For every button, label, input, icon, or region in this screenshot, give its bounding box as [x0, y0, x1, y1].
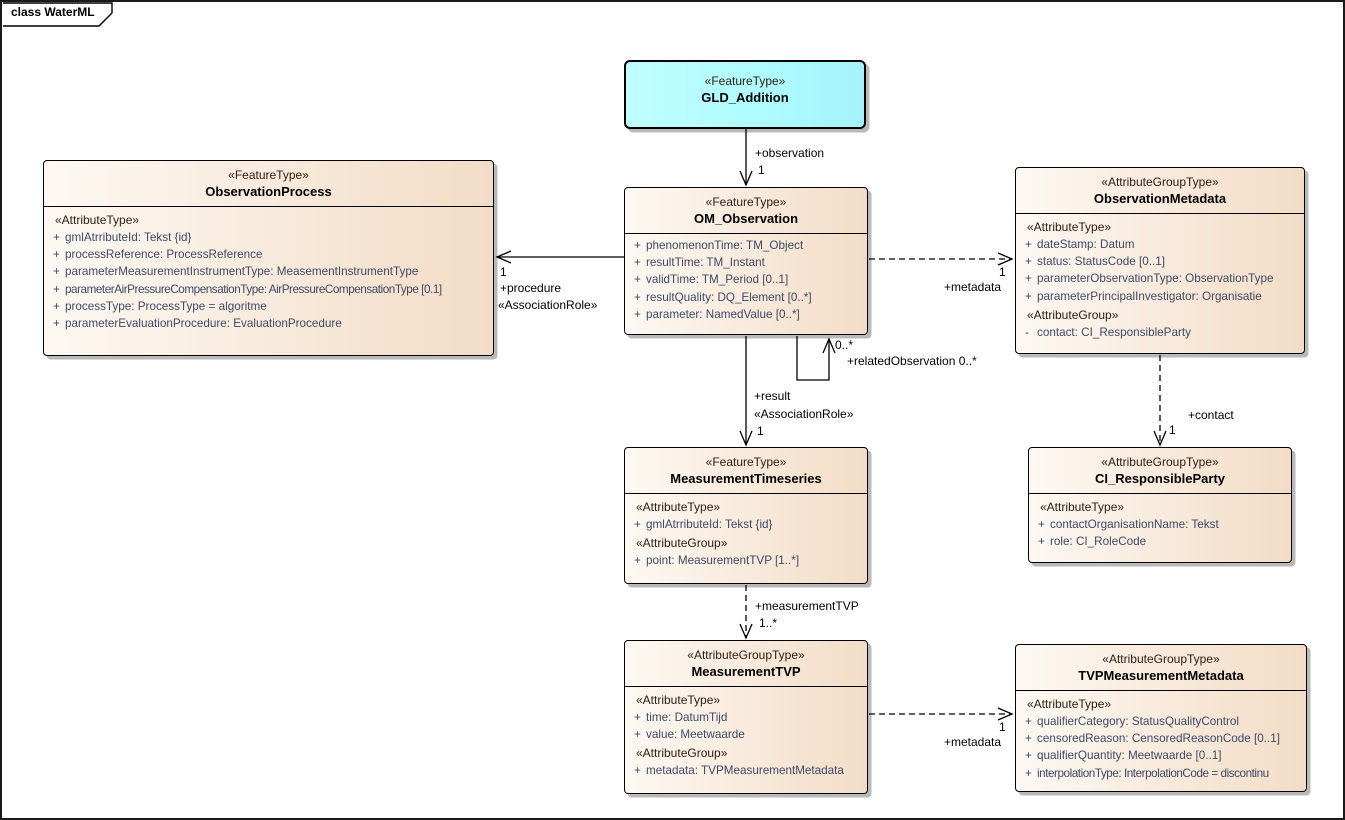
label-metadata-tvp-mult: 1 [999, 720, 1006, 734]
compartment-divider [1016, 690, 1306, 691]
label-procedure: +procedure [500, 281, 562, 295]
attribute-row: +time: DatumTijd [634, 711, 728, 724]
compartment-divider [625, 493, 867, 494]
class-name: TVPMeasurementMetadata [1078, 668, 1244, 683]
stereotype: «FeatureType» [705, 195, 787, 209]
frame-title: class WaterML [11, 5, 95, 19]
attribute-type-heading: «AttributeType» [55, 213, 140, 227]
attribute-row: +parameter: NamedValue [0..*] [634, 307, 800, 321]
attribute-type-heading: «AttributeType» [1027, 697, 1112, 711]
attribute-row: +gmlAtrributeId: Tekst {id} [53, 231, 192, 244]
attribute-row: +point: MeasurementTVP [1..*] [634, 554, 800, 568]
label-result: +result [754, 389, 791, 403]
stereotype: «FeatureType» [228, 168, 309, 182]
attribute-row: +parameterObservationType: ObservationTy… [1025, 272, 1274, 286]
class-measurement-timeseries[interactable]: «FeatureType» MeasurementTimeseries «Att… [624, 447, 868, 584]
attribute-row: +resultTime: TM_Instant [634, 256, 765, 270]
class-tvp-measurement-metadata[interactable]: «AttributeGroupType» TVPMeasurementMetad… [1015, 644, 1307, 792]
class-gld-addition[interactable]: «FeatureType» GLD_Addition [624, 60, 866, 129]
attribute-group-heading: «AttributeGroup» [636, 536, 728, 551]
attribute-row: +phenomenonTime: TM_Object [634, 239, 804, 252]
label-related: +relatedObservation 0..* [847, 354, 977, 368]
class-name: CI_ResponsibleParty [1094, 471, 1226, 486]
attribute-row: +parameterMeasurementInstrumentType: Mea… [53, 265, 419, 279]
stereotype: «AttributeGroupType» [1102, 652, 1220, 666]
compartment-divider [625, 686, 867, 687]
compartment-divider [1029, 493, 1291, 494]
attribute-row: +resultQuality: DQ_Element [0..*] [634, 290, 812, 304]
stereotype: «AttributeGroupType» [1101, 175, 1219, 189]
attribute-group-heading: «AttributeGroup» [636, 746, 728, 761]
class-observation-metadata[interactable]: «AttributeGroupType» ObservationMetadata… [1015, 167, 1305, 354]
class-name: OM_Observation [693, 211, 799, 226]
class-ci-responsible-party[interactable]: «AttributeGroupType» CI_ResponsibleParty… [1028, 447, 1292, 563]
label-result-stereotype: «AssociationRole» [754, 407, 854, 421]
attribute-type-heading: «AttributeType» [1027, 220, 1112, 234]
compartment-divider [1016, 213, 1304, 214]
label-metadata-obs: +metadata [944, 280, 1002, 294]
attribute-row: +validTime: TM_Period [0..1] [634, 273, 789, 287]
attribute-row: +parameterPrincipalInvestigator: Organis… [1025, 289, 1262, 303]
attribute-row: +qualifierQuantity: Meetwaarde [0..1] [1025, 749, 1222, 763]
class-name: MeasurementTVP [691, 664, 801, 679]
compartment-divider [625, 233, 867, 234]
class-om-observation[interactable]: «FeatureType» OM_Observation +phenomenon… [624, 187, 868, 335]
attribute-row: +status: StatusCode [0..1] [1025, 255, 1165, 269]
label-metadata-obs-mult: 1 [999, 265, 1006, 279]
attribute-row: +contactOrganisationName: Tekst [1038, 518, 1219, 531]
attribute-row: +processType: ProcessType = algoritme [53, 299, 267, 313]
attribute-group-heading: «AttributeGroup» [1027, 307, 1119, 322]
class-name: ObservationMetadata [1093, 191, 1227, 206]
attribute-row: +interpolationType: InterpolationCode = … [1025, 766, 1269, 780]
label-related-mult: 0..* [835, 338, 854, 352]
attribute-row: +role: CI_RoleCode [1038, 535, 1147, 549]
class-name: GLD_Addition [701, 90, 789, 105]
class-observation-process[interactable]: «FeatureType» ObservationProcess «Attrib… [43, 160, 494, 356]
label-measurement-tvp: +measurementTVP [755, 599, 859, 613]
attribute-row: +gmlAtrributeId: Tekst {id} [634, 518, 773, 531]
label-observation: +observation [755, 146, 825, 160]
attribute-row: +parameterAirPressureCompensationType: A… [53, 282, 442, 296]
attribute-row: +dateStamp: Datum [1025, 238, 1135, 251]
stereotype: «FeatureType» [704, 74, 786, 88]
class-measurement-tvp[interactable]: «AttributeGroupType» MeasurementTVP «Att… [624, 640, 868, 794]
compartment-divider [44, 206, 493, 207]
label-observation-mult: 1 [758, 163, 765, 177]
label-metadata-tvp: +metadata [944, 735, 1002, 749]
stereotype: «AttributeGroupType» [687, 648, 805, 662]
stereotype: «AttributeGroupType» [1101, 455, 1219, 469]
label-procedure-mult: 1 [500, 265, 507, 279]
class-name: ObservationProcess [205, 184, 332, 199]
attribute-row: +censoredReason: CensoredReasonCode [0..… [1025, 732, 1280, 746]
attribute-row: +parameterEvaluationProcedure: Evaluatio… [53, 317, 342, 331]
label-measurement-tvp-mult: 1..* [759, 616, 778, 630]
attribute-type-heading: «AttributeType» [636, 500, 721, 514]
label-contact: +contact [1188, 408, 1234, 422]
class-name: MeasurementTimeseries [670, 471, 822, 486]
label-procedure-stereotype: «AssociationRole» [498, 298, 598, 312]
stereotype: «FeatureType» [705, 455, 787, 469]
attribute-row: +value: Meetwaarde [634, 728, 745, 742]
attribute-row: +qualifierCategory: StatusQualityControl [1025, 715, 1240, 728]
attribute-row: +processReference: ProcessReference [53, 248, 263, 262]
connector-related-observation[interactable] [796, 336, 836, 381]
attribute-row: +metadata: TVPMeasurementMetadata [634, 764, 844, 778]
attribute-row: -contact: CI_ResponsibleParty [1025, 325, 1191, 339]
label-result-mult: 1 [757, 424, 764, 438]
attribute-type-heading: «AttributeType» [636, 693, 721, 707]
attribute-type-heading: «AttributeType» [1040, 500, 1125, 514]
label-contact-mult: 1 [1169, 423, 1176, 437]
